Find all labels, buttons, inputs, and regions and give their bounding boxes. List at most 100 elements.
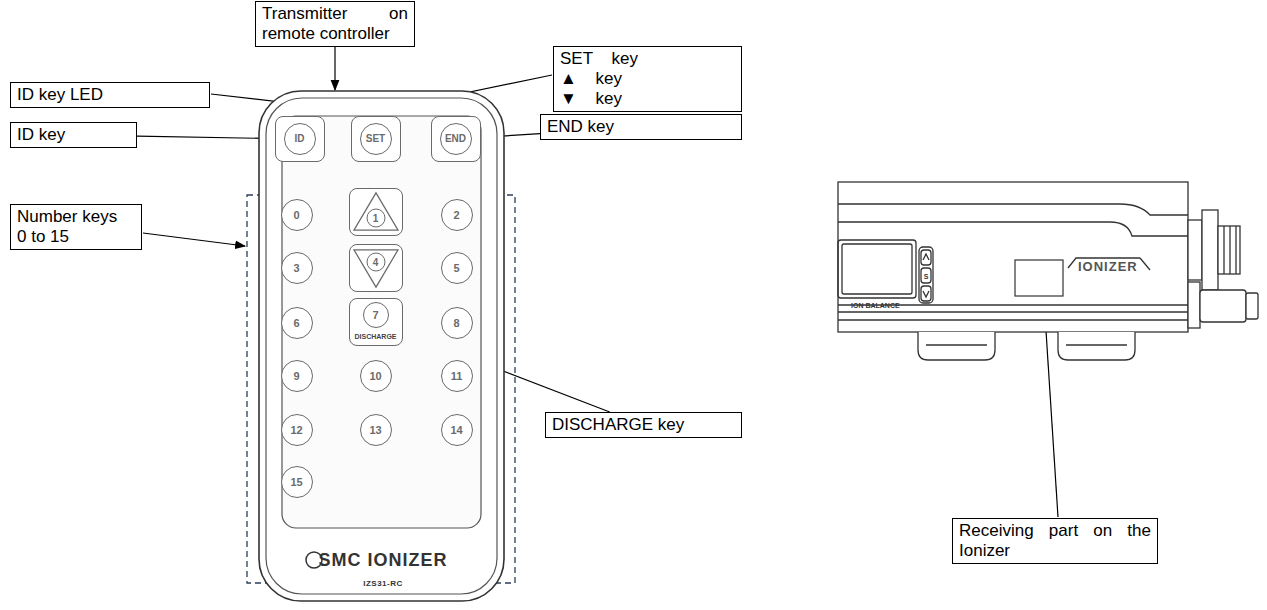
air-fitting — [1188, 282, 1200, 328]
air-fitting — [1235, 226, 1236, 274]
number-key: 3 — [281, 252, 313, 284]
ionizer-body — [921, 286, 931, 301]
mounting-bracket — [926, 344, 987, 345]
callout-text: Transmitter on remote controller — [262, 4, 408, 44]
number-key: 14 — [441, 414, 473, 446]
ionizer-body — [838, 319, 1188, 320]
triangle-outline — [354, 193, 398, 230]
set-keys-frame — [343, 104, 410, 296]
air-fitting — [1200, 290, 1246, 322]
panel-label: ION BALANCE — [851, 302, 900, 309]
callout-text: ID key — [17, 125, 130, 145]
number-key: 2 — [441, 199, 473, 231]
key-label: ID — [284, 123, 316, 155]
callout-text: END key — [547, 117, 735, 137]
leader-line — [143, 233, 245, 246]
air-fitting — [1223, 226, 1224, 274]
remote-outline — [258, 90, 505, 602]
mounting-bracket — [918, 332, 1135, 360]
ionizer-body — [919, 247, 933, 303]
air-fitting — [1188, 220, 1202, 280]
key-label: 12 — [290, 424, 302, 436]
callout-box: Number keys 0 to 15 — [10, 204, 142, 250]
mounting-bracket — [1058, 332, 1135, 360]
key-label: 3 — [293, 262, 299, 274]
key-label: SET — [360, 123, 392, 155]
air-fitting — [1188, 210, 1258, 328]
set-key: SET — [351, 116, 401, 162]
brand-text: SMC IONIZER — [318, 550, 447, 571]
connector-arrow — [334, 47, 335, 90]
key-label: 10 — [369, 370, 381, 382]
ionizer-body — [838, 182, 1188, 332]
callout-text: Receiving part on the Ionizer — [959, 521, 1151, 561]
number-key: 6 — [281, 307, 313, 339]
number-key: 5 — [441, 252, 473, 284]
number-key: 12 — [281, 414, 313, 446]
callout-text: Number keys 0 to 15 — [17, 207, 123, 247]
number-key: 8 — [441, 307, 473, 339]
ionizer-body — [838, 240, 916, 298]
remote-rim — [266, 98, 497, 594]
key-label: 11 — [451, 370, 463, 382]
down-key: 4 — [349, 244, 403, 292]
ionizer-body — [838, 182, 1188, 332]
remote-controller: SMC IONIZERIZS31-RCIDSETEND01234567DISCH… — [258, 90, 505, 602]
callout-text: SET key ▲ key ▼ key — [560, 49, 642, 109]
key-caption: DISCHARGE — [354, 333, 396, 340]
ionizer-body — [923, 254, 929, 260]
air-fitting — [1229, 226, 1230, 274]
remote-case — [259, 91, 504, 601]
key-label: 2 — [453, 209, 459, 221]
ionizer-body — [1015, 260, 1063, 296]
air-fitting — [1246, 293, 1258, 319]
key-label: 9 — [293, 370, 299, 382]
key-label: 14 — [450, 424, 462, 436]
number-key: 11 — [441, 360, 473, 392]
air-fitting — [1218, 226, 1240, 274]
ionizer-body — [921, 250, 931, 265]
key-label: END — [440, 123, 472, 155]
connector-arrow — [137, 136, 275, 139]
product-name: IONIZER — [1078, 259, 1138, 274]
key-label: 6 — [293, 317, 299, 329]
number-key: 15 — [281, 466, 313, 498]
mounting-bracket — [918, 332, 995, 360]
callout-box: ID key — [10, 122, 137, 148]
key-label: 7 — [363, 302, 389, 328]
end-key: END — [431, 116, 481, 162]
number-key: 13 — [360, 414, 392, 446]
callout-box: DISCHARGE key — [545, 412, 742, 438]
callout-box: END key — [540, 114, 742, 140]
number-key: 10 — [360, 360, 392, 392]
mounting-bracket — [1066, 344, 1127, 345]
triangle-outline — [354, 250, 398, 287]
ionizer-body — [923, 291, 929, 297]
callout-box: Transmitter on remote controller — [255, 1, 415, 47]
callout-box: SET key ▲ key ▼ key — [553, 46, 742, 112]
key-label: 15 — [290, 476, 302, 488]
ionizer-body — [842, 244, 912, 294]
ionizer-body — [921, 268, 931, 283]
callout-box: Receiving part on the Ionizer — [952, 518, 1158, 564]
ionizer-body — [1140, 258, 1150, 270]
key-panel — [282, 116, 481, 528]
key-label: 5 — [453, 262, 459, 274]
model-text: IZS31-RC — [363, 579, 403, 588]
ionizer-body — [838, 222, 1188, 236]
callout-text: ID key LED — [17, 85, 203, 105]
button-label: S — [924, 272, 929, 279]
key-triangle — [350, 189, 402, 235]
number-key: 0 — [281, 199, 313, 231]
key-label: 1 — [366, 209, 385, 228]
air-fitting — [1202, 210, 1218, 290]
key-label: 13 — [369, 424, 381, 436]
key-label: 8 — [453, 317, 459, 329]
callout-text: DISCHARGE key — [552, 415, 735, 435]
number-key: 9 — [281, 360, 313, 392]
key-label: 0 — [293, 209, 299, 221]
callout-box: ID key LED — [10, 82, 210, 108]
key-label: 4 — [366, 253, 385, 272]
ionizer-body — [838, 311, 1188, 312]
